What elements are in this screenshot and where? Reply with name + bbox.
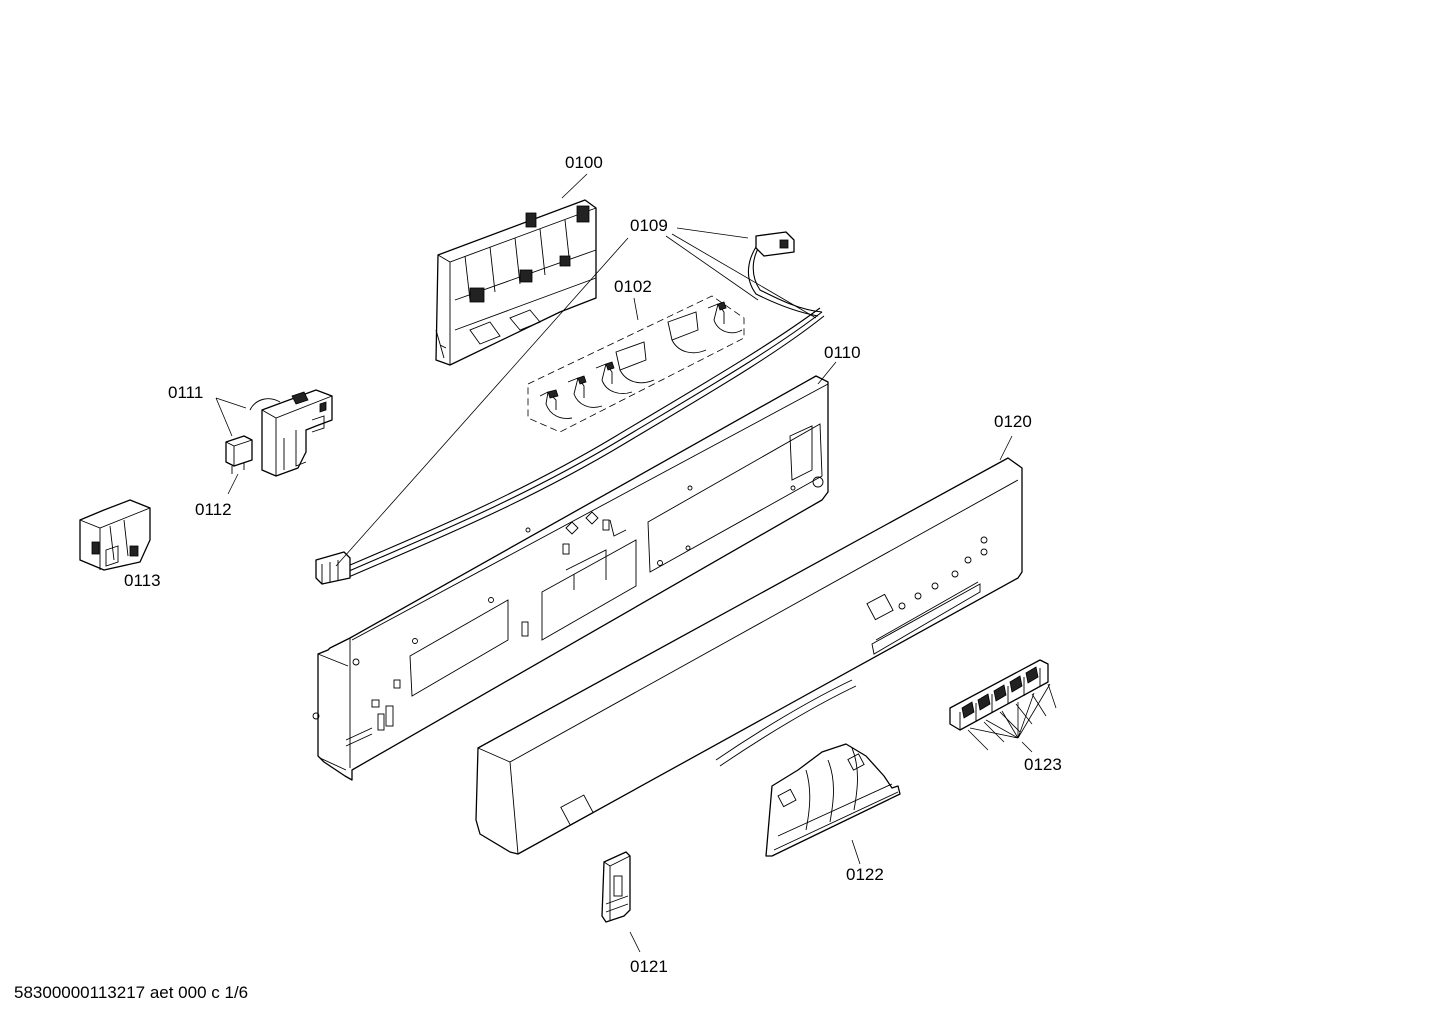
part-0120-control-fascia[interactable] [475, 457, 1023, 855]
drawing-reference-footer: 58300000113217 aet 000 c 1/6 [14, 983, 248, 1002]
part-0122-handle-insert[interactable] [765, 743, 901, 857]
label-0123: 0123 [1024, 755, 1062, 774]
label-0100: 0100 [565, 153, 603, 172]
part-0110-frame-panel[interactable] [312, 375, 829, 781]
label-0112: 0112 [195, 500, 232, 519]
part-0112-relay[interactable] [225, 435, 253, 474]
part-0100-electronic-module[interactable] [435, 199, 597, 366]
part-0111-door-switch[interactable] [249, 389, 333, 477]
label-0122: 0122 [846, 865, 884, 884]
label-0113: 0113 [124, 571, 161, 590]
label-0110: 0110 [824, 343, 861, 362]
part-0102-connector-set[interactable] [527, 295, 745, 433]
label-0111: 0111 [168, 383, 203, 402]
part-0123-button-row[interactable] [949, 659, 1049, 731]
part-0121-clip[interactable] [601, 851, 631, 923]
label-0109: 0109 [630, 216, 668, 235]
part-0113-component[interactable] [79, 499, 151, 571]
label-0120: 0120 [994, 412, 1032, 431]
label-0121: 0121 [630, 957, 668, 976]
label-0102: 0102 [614, 277, 652, 296]
